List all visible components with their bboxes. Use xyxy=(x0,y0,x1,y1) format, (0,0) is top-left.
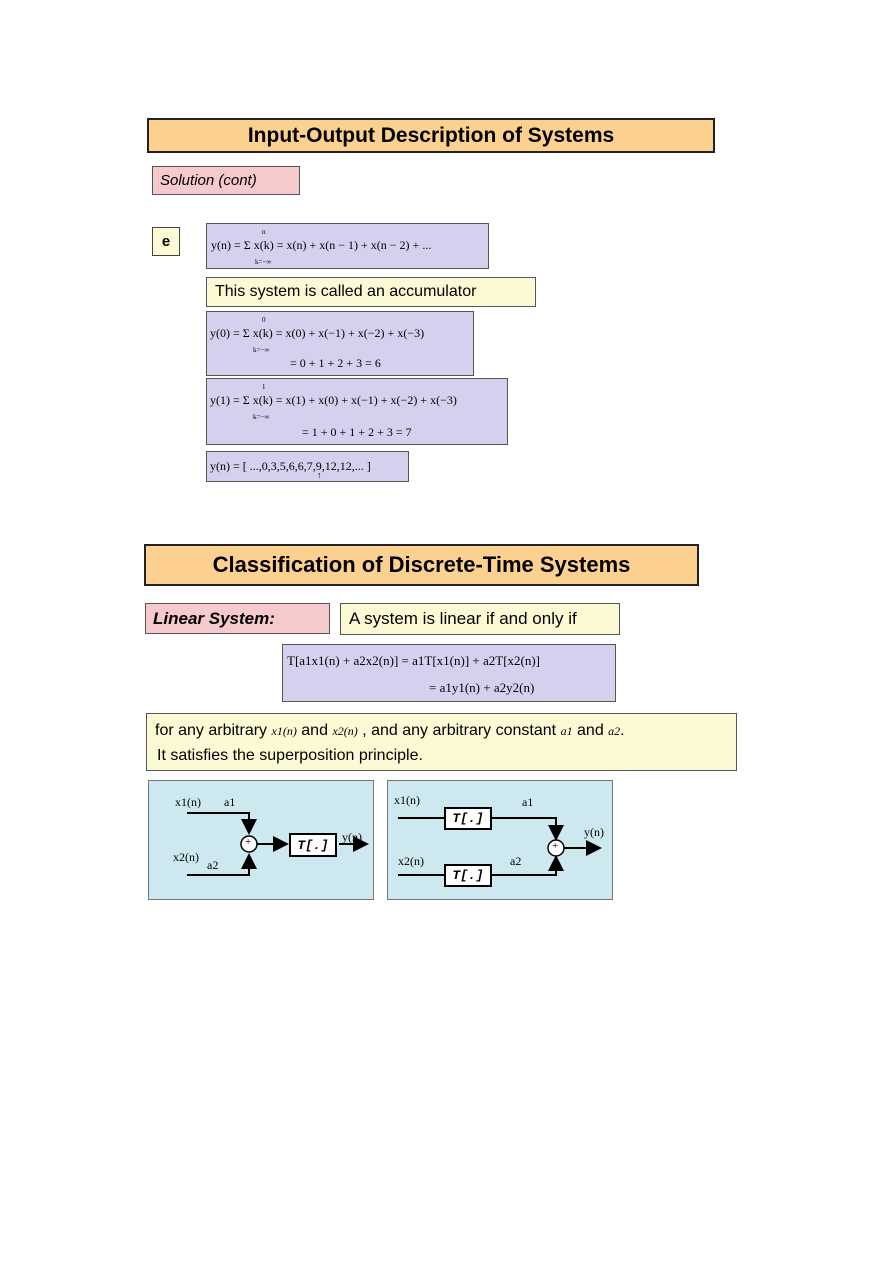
right-a1-label: a1 xyxy=(522,795,534,809)
right-diagram-wiring xyxy=(398,817,602,876)
y1-equation: 1 k=−∞ y(1) = Σ x(k) = x(1) + x(0) + x(−… xyxy=(206,378,508,445)
note-x2: x2(n) xyxy=(332,724,358,738)
note-text: , and any arbitrary constant xyxy=(362,722,557,739)
note-and: and xyxy=(301,722,328,739)
section1-title: Input-Output Description of Systems xyxy=(147,118,715,153)
linear-system-label: Linear System: xyxy=(145,603,330,634)
left-output-label: y(n) xyxy=(342,830,362,844)
sequence-marker: ↑ xyxy=(317,470,322,480)
equation-line-1: y(1) = Σ x(k) = x(1) + x(0) + x(−1) + x(… xyxy=(210,393,457,407)
sum-upper-limit: n xyxy=(262,228,266,236)
item-label-e: e xyxy=(152,227,180,256)
left-adder-symbol: + xyxy=(245,836,252,848)
sum-lower-limit: k=−∞ xyxy=(253,346,270,354)
solution-label: Solution (cont) xyxy=(152,166,300,195)
right-block-diagram: x1(n) a1 x2(n) a2 T[.] T[.] + y(n) xyxy=(387,780,613,900)
linearity-equation: T[a1x1(n) + a2x2(n)] = a1T[x1(n)] + a2T[… xyxy=(282,644,616,702)
note-text: for any arbitrary xyxy=(155,722,268,739)
accumulator-equation: n k=−∞ y(n) = Σ x(k) = x(n) + x(n − 1) +… xyxy=(206,223,489,269)
left-a1-label: a1 xyxy=(224,795,236,809)
equation-line-2: = 0 + 1 + 2 + 3 = 6 xyxy=(290,356,381,370)
accumulator-note: This system is called an accumulator xyxy=(206,277,536,307)
y0-equation: 0 k=−∞ y(0) = Σ x(k) = x(0) + x(−1) + x(… xyxy=(206,311,474,376)
note-line-2: It satisfies the superposition principle… xyxy=(157,747,423,764)
note-a1: a1 xyxy=(560,724,573,738)
right-system-block-bottom: T[.] xyxy=(444,864,492,887)
right-x1-label: x1(n) xyxy=(394,793,420,807)
equation-line-2: = 1 + 0 + 1 + 2 + 3 = 7 xyxy=(302,425,412,439)
left-block-diagram: x1(n) a1 x2(n) a2 + T[.] y(n) xyxy=(148,780,374,900)
left-x1-label: x1(n) xyxy=(175,795,201,809)
equation-text: y(n) = [ ...,0,3,5,6,6,7,9,12,12,... ] xyxy=(210,459,371,473)
left-x2-label: x2(n) xyxy=(173,850,199,864)
linear-definition: A system is linear if and only if xyxy=(340,603,620,635)
left-system-block: T[.] xyxy=(289,833,337,857)
note-and: and xyxy=(577,722,604,739)
right-a2-label: a2 xyxy=(510,854,522,868)
sum-upper-limit: 1 xyxy=(262,383,266,391)
note-a2: a2 xyxy=(608,724,621,738)
equation-text: y(n) = Σ x(k) = x(n) + x(n − 1) + x(n − … xyxy=(211,238,432,252)
superposition-note: for any arbitrary x1(n) and x2(n) , and … xyxy=(146,713,737,771)
equation-line-2: = a1y1(n) + a2y2(n) xyxy=(429,680,535,695)
note-period: . xyxy=(620,722,625,739)
left-diagram-wiring xyxy=(187,812,369,876)
right-adder-symbol: + xyxy=(552,840,559,852)
sum-lower-limit: k=−∞ xyxy=(253,413,270,421)
equation-line-1: y(0) = Σ x(k) = x(0) + x(−1) + x(−2) + x… xyxy=(210,326,425,340)
right-output-label: y(n) xyxy=(584,825,604,839)
note-line-1: for any arbitrary x1(n) and x2(n) , and … xyxy=(155,722,625,740)
note-x1: x1(n) xyxy=(271,724,297,738)
left-a2-label: a2 xyxy=(207,858,219,872)
sequence-equation: y(n) = [ ...,0,3,5,6,6,7,9,12,12,... ] ↑ xyxy=(206,451,409,482)
equation-line-1: T[a1x1(n) + a2x2(n)] = a1T[x1(n)] + a2T[… xyxy=(287,653,541,668)
right-x2-label: x2(n) xyxy=(398,854,424,868)
section2-title: Classification of Discrete-Time Systems xyxy=(144,544,699,586)
sum-lower-limit: k=−∞ xyxy=(255,258,272,266)
sum-upper-limit: 0 xyxy=(262,316,266,324)
right-system-block-top: T[.] xyxy=(444,807,492,830)
